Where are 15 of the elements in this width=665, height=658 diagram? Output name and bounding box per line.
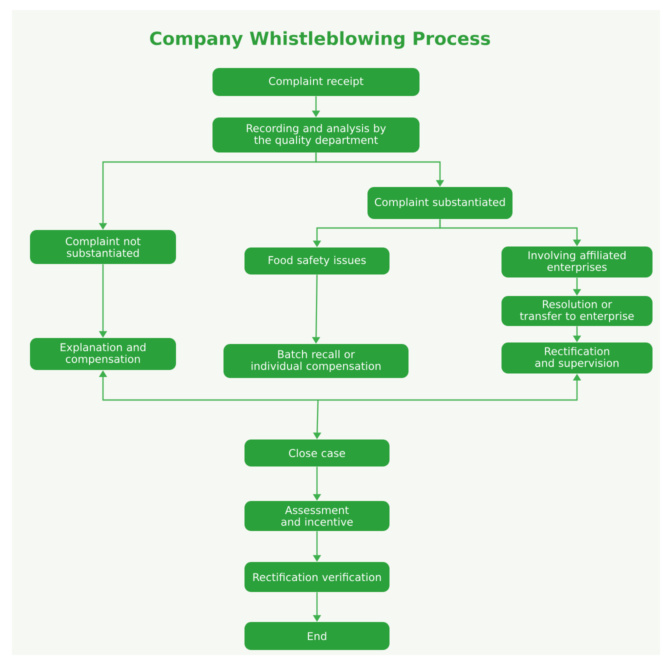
process-box: Explanation and compensation [30,338,176,370]
process-box: Complaint not substantiated [30,230,176,264]
title: Company Whistleblowing Process [150,31,490,49]
process-box: Resolution or transfer to enterprise [502,296,652,326]
process-box: Rectification verification [244,562,390,592]
process-box: Involving affiliated enterprises [502,246,652,278]
process-box: Assessment and incentive [244,501,390,531]
process-box: Recording and analysis by the quality department [212,118,420,152]
process-box: Complaint receipt [212,68,420,96]
process-box: Complaint substantiated [368,187,512,219]
process-box: Close case [244,440,390,466]
process-box: Rectification and supervision [502,342,652,374]
process-box: Batch recall or individual compensation [224,344,408,378]
process-box: Food safety issues [244,248,390,274]
process-box: End [244,622,390,650]
